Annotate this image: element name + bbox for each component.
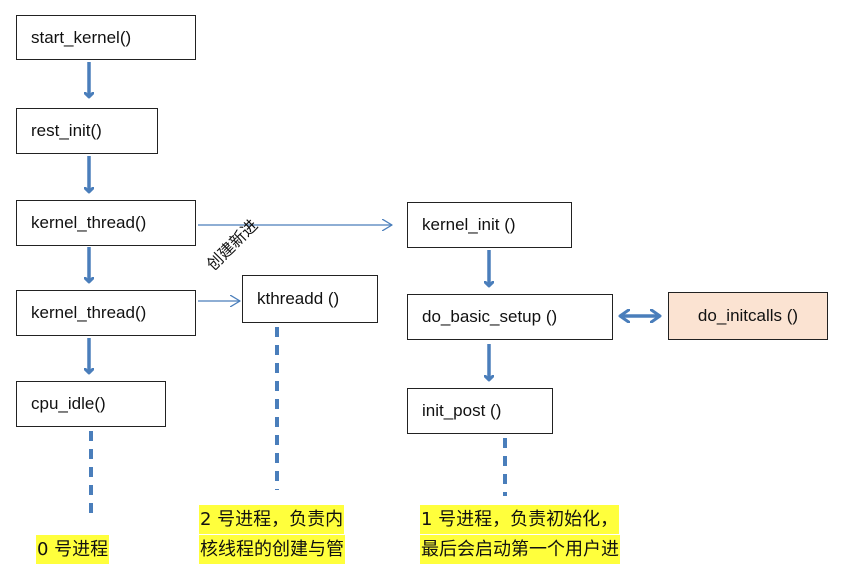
- kthreadd-box: kthreadd (): [242, 275, 378, 323]
- note-process-1-line2: 最后会启动第一个用户进: [420, 535, 620, 564]
- start-kernel-label: start_kernel(): [31, 27, 132, 47]
- do-initcalls-label: do_initcalls (): [697, 306, 799, 325]
- cpu-idle-box: cpu_idle(): [16, 381, 166, 427]
- note-process-2-line2: 核线程的创建与管: [199, 535, 345, 564]
- kernel-thread-label-1: kernel_thread(): [31, 213, 147, 232]
- rest-init-label: rest_init(): [31, 121, 102, 140]
- note-process-0: 0 号进程: [36, 535, 110, 564]
- note-process-2-line1: 2 号进程，负责内: [199, 505, 345, 534]
- note-process-1-line1: 1 号进程，负责初始化，: [420, 505, 620, 534]
- kernel-init-label: kernel_init (): [422, 215, 516, 234]
- kernel-thread-box-2: kernel_thread(): [16, 290, 196, 336]
- do-basic-setup-box: do_basic_setup (): [407, 294, 613, 340]
- start-kernel-box: start_kernel(): [16, 15, 196, 60]
- do-initcalls-box: do_initcalls (): [668, 292, 828, 340]
- kthreadd-label: kthreadd (): [257, 289, 340, 308]
- kernel-thread-box-1: kernel_thread(): [16, 200, 196, 246]
- kernel-thread-label-2: kernel_thread(): [31, 303, 147, 322]
- kernel-init-box: kernel_init (): [407, 202, 572, 248]
- cpu-idle-label: cpu_idle(): [31, 394, 106, 413]
- do-basic-setup-label: do_basic_setup (): [422, 307, 558, 326]
- init-post-box: init_post (): [407, 388, 553, 434]
- init-post-label: init_post (): [422, 401, 502, 420]
- rest-init-box: rest_init(): [16, 108, 158, 154]
